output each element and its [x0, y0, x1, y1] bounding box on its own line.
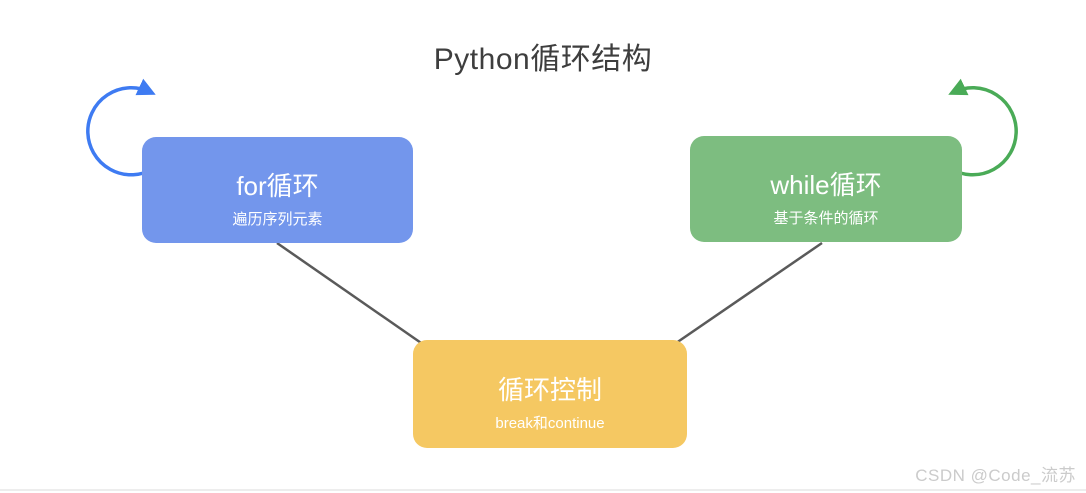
node-for-loop-label: for循环 — [236, 171, 319, 201]
node-loop-control-sublabel: break和continue — [495, 415, 605, 432]
node-for-loop: for循环 遍历序列元素 — [142, 137, 413, 243]
page-title: Python循环结构 — [433, 43, 653, 76]
while-loop-arrow-icon — [948, 78, 1018, 177]
node-while-loop-sublabel: 基于条件的循环 — [773, 210, 879, 227]
for-loop-arrow-icon — [86, 78, 156, 177]
node-loop-control-label: 循环控制 — [497, 375, 602, 405]
node-while-loop: while循环 基于条件的循环 — [690, 136, 962, 242]
watermark: CSDN @Code_流苏 — [915, 466, 1076, 485]
node-loop-control: 循环控制 break和continue — [413, 340, 687, 448]
edge-for-to-control — [276, 241, 438, 356]
edge-while-to-control — [662, 241, 823, 354]
node-while-loop-label: while循环 — [770, 170, 882, 200]
bottom-divider — [0, 489, 1086, 491]
node-for-loop-sublabel: 遍历序列元素 — [232, 211, 323, 228]
